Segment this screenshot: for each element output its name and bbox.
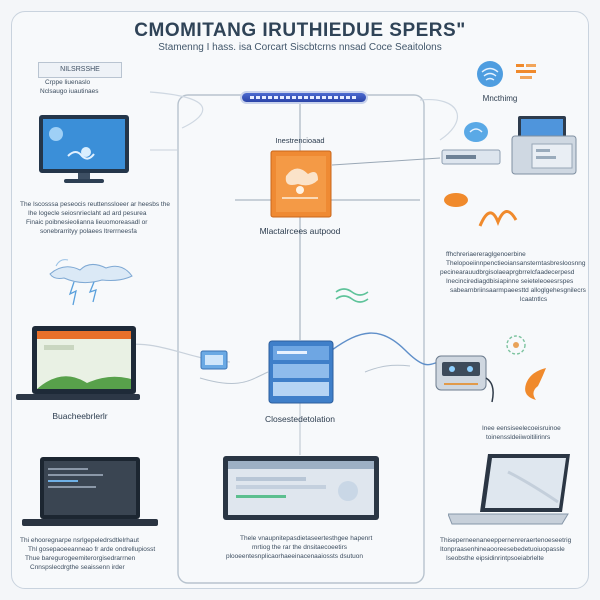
section-tag: NILSRSSHE — [38, 62, 122, 78]
laptop-icon — [16, 326, 140, 400]
right-paragraph-2-line-2: toinenssldeiiwoitilirinrs — [486, 434, 551, 441]
intro-line-1: Crppe liuenaslo — [45, 79, 91, 86]
laptop-right-icon — [448, 454, 570, 525]
paragraph-1-line-3: Finaic poibnesieolianna lieuomoreasadl o… — [26, 219, 148, 226]
paragraph-2-line-2: Thl gosepaoeeanneao fr arde ondrellupios… — [28, 546, 156, 553]
right-paragraph-1-line-4: Inecincirediagdbisiapinne seieteleoeesrs… — [446, 278, 574, 285]
monitor-icon — [39, 115, 129, 183]
center-label-top: Mlactalrcees autpood — [259, 226, 341, 236]
right-paragraph-1-line-3: pecinearauudbrgisolaeaprgbrrelcfaadecerp… — [440, 269, 575, 276]
right-paragraph-1-line-2: Thelopoeiinnpenctieoiansansterntasbreslo… — [446, 260, 586, 267]
page-subtitle: Stamenng I hass. isa Corcart Siscbtcrns … — [158, 42, 442, 53]
right-paragraph-1-line-6: lcaatntlcs — [520, 296, 548, 303]
paragraph-2-line-4: Cnnspslecdrgthe seaissenn irder — [30, 564, 125, 571]
page-title: CMOMITANG IRUTHIEDUE SPERS" — [134, 20, 466, 41]
module-card-icon — [270, 150, 332, 218]
center-paragraph-line-2: mrtiog the rar the dnsitaecoeetirs — [252, 544, 348, 551]
box-top-label: Inestrencioaad — [275, 136, 325, 145]
sparkle-icon — [506, 335, 526, 355]
paragraph-1-line-4: sonebrarrityy polaees ltrerrneesfa — [40, 228, 137, 235]
orange-flame-icon — [525, 368, 546, 400]
right-label-top: Mncthimg — [482, 94, 518, 103]
wifi-icon — [477, 61, 503, 87]
center-paragraph-line-3: plooeentesnplicaorhaeeinacenaaiossts dsu… — [226, 553, 363, 560]
laptop-dark-icon — [22, 457, 158, 526]
right-paragraph-2-line-1: Inee eensiseelecoeisruinoe — [482, 425, 561, 432]
center-paragraph-line-1: Thele vnaupnitepasdietaseertesthgee hape… — [240, 535, 373, 542]
dashboard-screen-icon — [223, 456, 379, 520]
desktop-tower-icon — [511, 116, 577, 175]
right-paragraph-1-line-5: sabearnbriinsaarmpaeesttd alloglgehesgni… — [450, 287, 586, 294]
center-label-mid: Closestedetolation — [265, 414, 335, 424]
right-paragraph-3-line-2: Itonpraasenhineaooreesebedetuoiuopassle — [440, 546, 565, 553]
intro-line-2: Nclsaugo iuautinaes — [40, 88, 99, 95]
router-icon — [441, 122, 501, 165]
right-paragraph-1-line-1: ffhchreriaereraglgenoerbine — [446, 251, 526, 258]
paragraph-1-line-1: The Iscosssa peseocis reuttenssloeer ar … — [20, 201, 170, 208]
storm-cloud-icon — [49, 259, 133, 306]
small-screen-icon — [200, 350, 228, 370]
paragraph-2-line-3: Thue baregurogeemiterorgisedrarrnen — [25, 555, 136, 562]
paragraph-2-line-1: Thi ehooregnarpe nsrlgepeledrsdtlelrhaut — [20, 537, 139, 544]
right-paragraph-3-line-3: Iseobsthe eipsidinrintpsoeiabrlelte — [446, 555, 544, 562]
header-bar — [240, 91, 368, 104]
server-icon — [268, 340, 334, 404]
laptop-caption: Buacheebrlerlr — [52, 411, 108, 421]
orange-wave-icon — [444, 193, 518, 227]
paragraph-1-line-2: Ihe logecle seiosnrieclaht ad ard pesure… — [28, 210, 147, 217]
signal-icon — [516, 64, 536, 79]
robot-device-icon — [435, 355, 494, 403]
wave-icon — [335, 288, 369, 303]
right-paragraph-3-line-1: Thiseperneenaneeppernenreraertenoeseetri… — [440, 537, 572, 544]
